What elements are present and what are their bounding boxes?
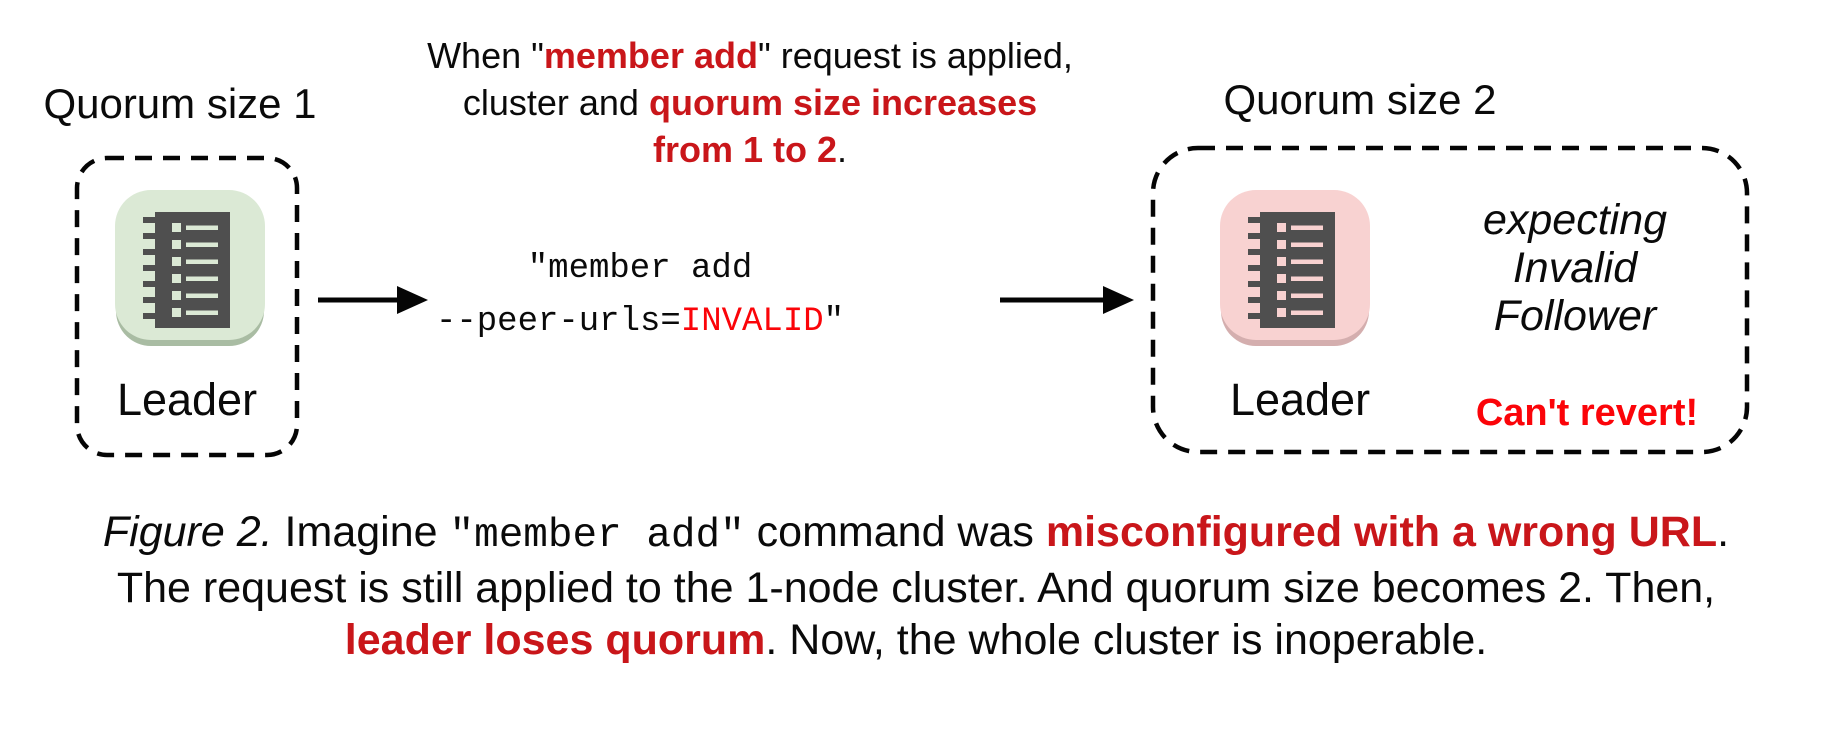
caption-code-text: "member add" bbox=[449, 513, 745, 559]
command-text: --peer-urls= bbox=[435, 303, 681, 341]
right-cluster-boundary bbox=[1150, 145, 1750, 455]
right-leader-label: Leader bbox=[1229, 374, 1371, 425]
leader-node-tile-pink bbox=[1220, 190, 1370, 340]
server-icon bbox=[143, 212, 230, 328]
note-text: When " bbox=[427, 35, 544, 76]
command-line-2: --peer-urls=INVALID" bbox=[340, 296, 940, 349]
member-add-note: When "member add" request is applied, cl… bbox=[400, 32, 1100, 173]
note-line-2: cluster and quorum size increases bbox=[400, 79, 1100, 126]
command-invalid-text: INVALID bbox=[680, 303, 824, 341]
note-text: cluster and bbox=[462, 82, 649, 123]
note-red-text: from 1 to 2 bbox=[652, 129, 837, 170]
note-line-1: When "member add" request is applied, bbox=[400, 32, 1100, 79]
left-cluster-boundary bbox=[74, 155, 300, 458]
note-line-3: from 1 to 2. bbox=[400, 126, 1100, 173]
caption-line-2: The request is still applied to the 1-no… bbox=[116, 564, 1716, 612]
caption-line-1: Figure 2. Imagine "member add" command w… bbox=[0, 506, 1832, 562]
expecting-line-3: Follower bbox=[1493, 292, 1657, 340]
caption-red-text: misconfigured with a wrong URL bbox=[1045, 508, 1718, 556]
arrow-right-icon bbox=[1000, 286, 1134, 314]
caption-line-3: leader loses quorum. Now, the whole clus… bbox=[0, 614, 1832, 666]
left-leader-label: Leader bbox=[116, 374, 258, 425]
command-text: " bbox=[823, 303, 845, 341]
server-icon bbox=[1248, 212, 1335, 328]
arrow-right-icon bbox=[318, 286, 428, 314]
cant-revert-warning: Can't revert! bbox=[1475, 392, 1699, 434]
member-add-command: "member add --peer-urls=INVALID" bbox=[340, 243, 940, 349]
left-cluster-title: Quorum size 1 bbox=[43, 80, 317, 127]
caption-text: command was bbox=[744, 508, 1046, 556]
note-text: . bbox=[837, 129, 848, 170]
caption-text: . bbox=[1717, 508, 1730, 556]
expecting-line-1: expecting bbox=[1482, 196, 1668, 244]
figure-caption: Figure 2. Imagine "member add" command w… bbox=[0, 506, 1832, 666]
command-line-1: "member add bbox=[527, 250, 753, 288]
expecting-line-2: Invalid bbox=[1512, 244, 1638, 292]
expecting-invalid-follower-note: expecting Invalid Follower bbox=[1420, 196, 1730, 340]
note-text: " request is applied, bbox=[757, 35, 1073, 76]
caption-text: Imagine bbox=[272, 508, 450, 556]
figure-label: Figure 2. bbox=[102, 508, 273, 556]
note-red-text: quorum size increases bbox=[648, 82, 1038, 123]
caption-red-text: leader loses quorum bbox=[344, 616, 766, 664]
leader-node-tile-green bbox=[115, 190, 265, 340]
caption-text: . Now, the whole cluster is inoperable. bbox=[765, 616, 1488, 664]
right-cluster-title: Quorum size 2 bbox=[1223, 76, 1497, 123]
note-red-text: member add bbox=[543, 35, 758, 76]
